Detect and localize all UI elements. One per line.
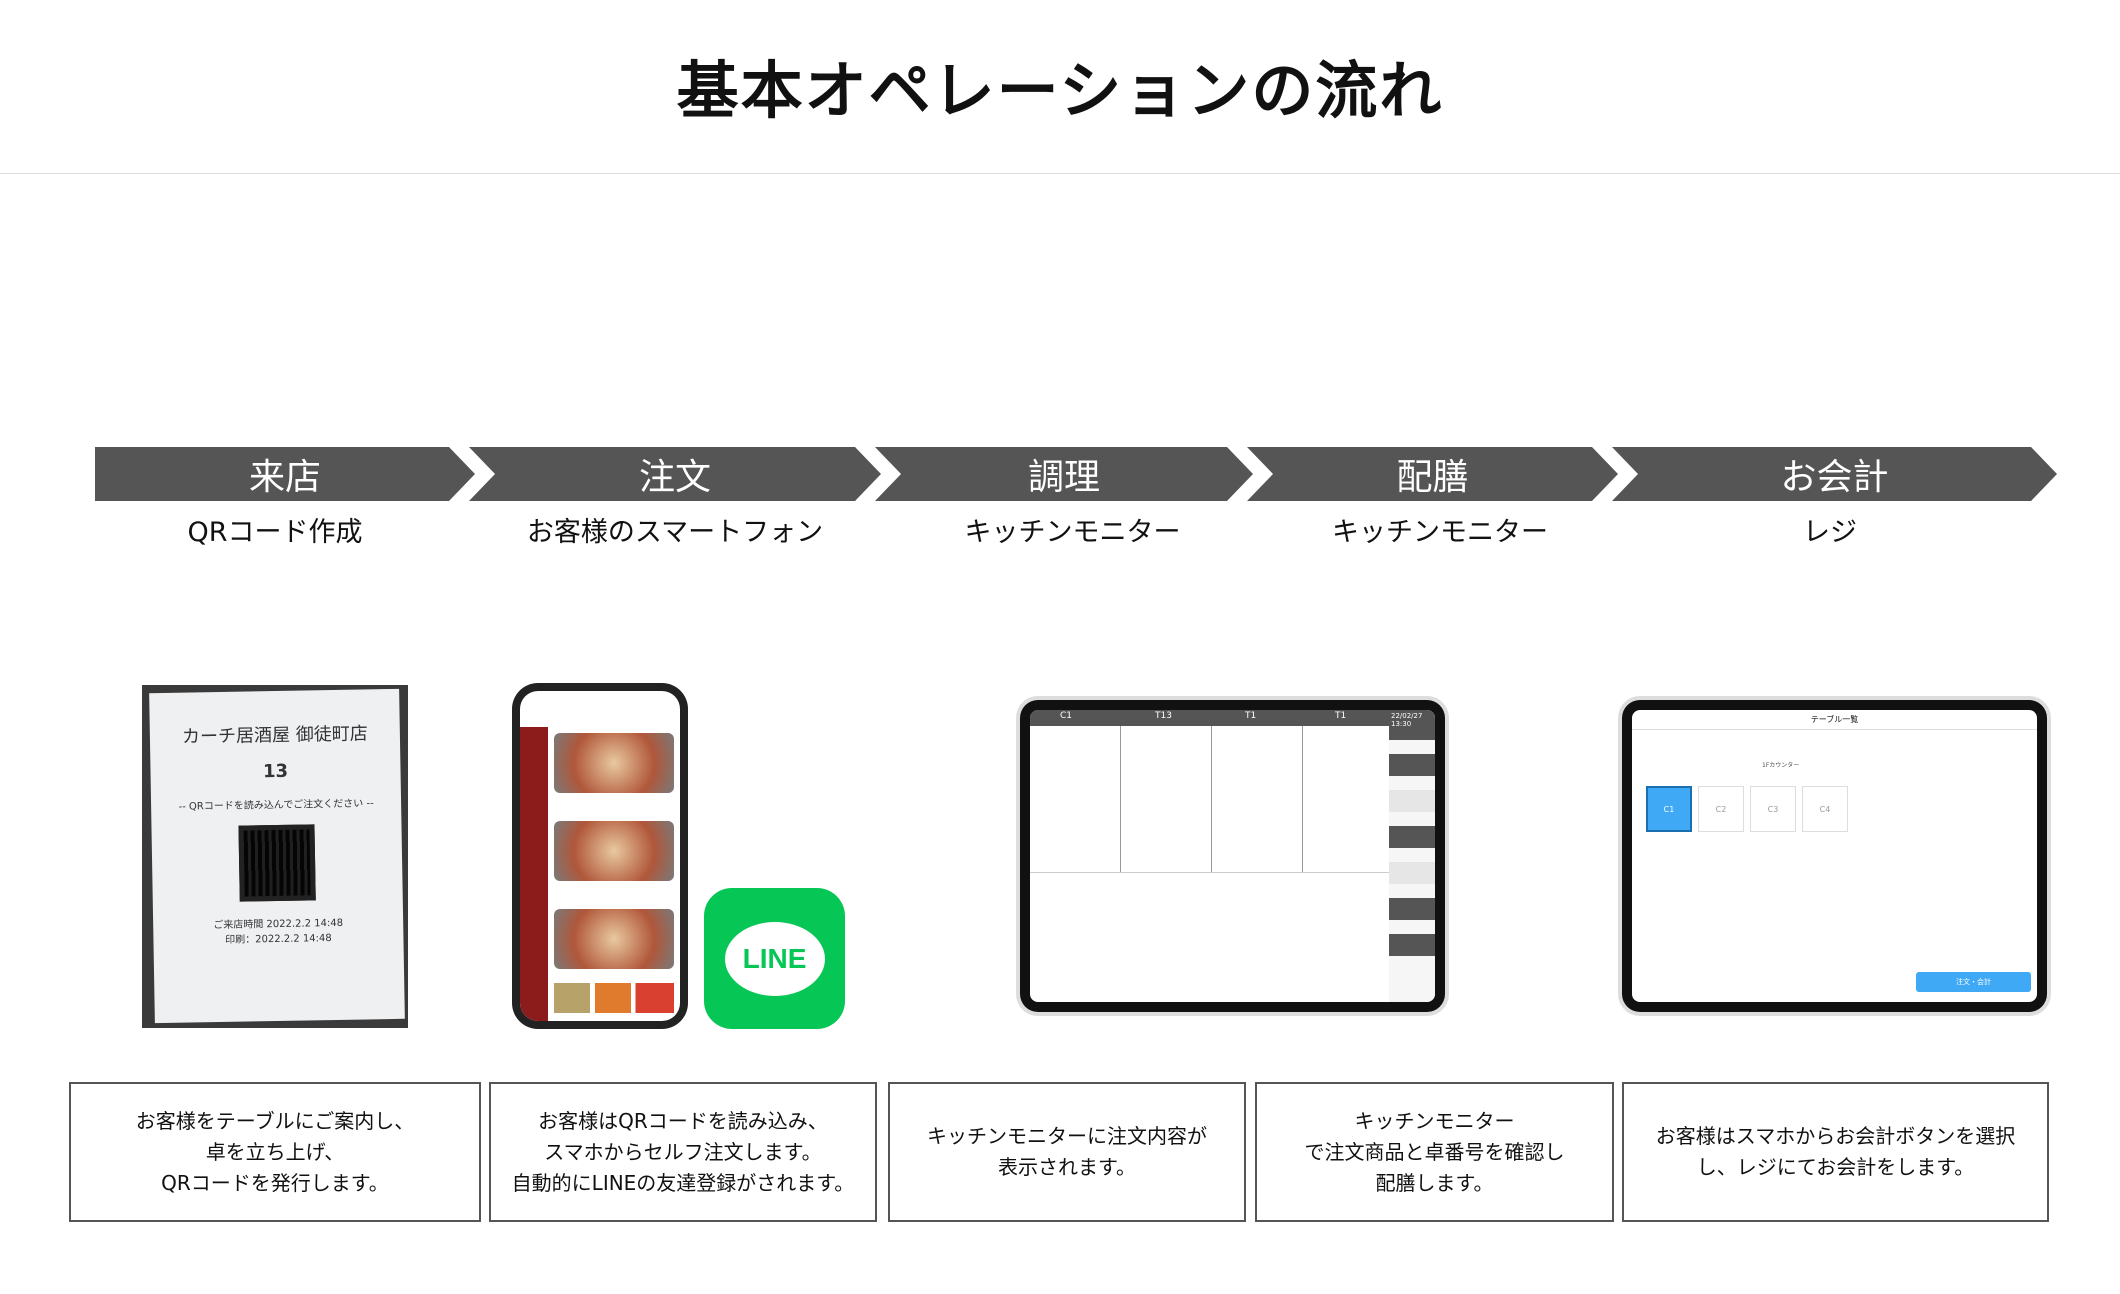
register-title: テーブル一覧 <box>1632 710 2037 730</box>
kitchen-side-panel: 22/02/27 13:30 <box>1389 710 1435 1002</box>
receipt-time: ご来店時間 2022.2.2 14:48 印刷：2022.2.2 14:48 <box>213 917 344 946</box>
register-table-c1: C1 <box>1646 786 1692 832</box>
register-tablet-image: テーブル一覧 1Fカウンター C1 C2 C3 C4 注文・会計 <box>1622 700 2047 1012</box>
step-serving: 配膳 <box>1247 447 1618 501</box>
line-app-icon: LINE <box>704 888 845 1029</box>
kitchen-table: T13 <box>1155 711 1172 721</box>
menu-item-image <box>554 821 674 881</box>
line-logo-text: LINE <box>724 921 825 996</box>
description-box: お客様をテーブルにご案内し、 卓を立ち上げ、 QRコードを発行します。 <box>69 1082 481 1222</box>
kitchen-table: T1 <box>1335 711 1347 721</box>
qr-receipt-image: カーチ居酒屋 御徒町店 13 -- QRコードを読み込んでご注文ください -- … <box>142 685 408 1028</box>
description-box: キッチンモニターに注文内容が 表示されます。 <box>888 1082 1246 1222</box>
smartphone-image <box>512 683 688 1029</box>
kitchen-table: T1 <box>1245 711 1257 721</box>
qr-code-icon <box>238 824 316 902</box>
menu-buttons <box>554 983 674 1013</box>
flow-arrow-bar: 来店 注文 調理 配膳 お会計 <box>95 447 2057 501</box>
register-area: 1Fカウンター <box>1762 762 1800 769</box>
receipt-store: カーチ居酒屋 御徒町店 <box>181 723 368 748</box>
device-label: キッチンモニター <box>1332 517 1548 548</box>
step-cooking: 調理 <box>875 447 1253 501</box>
step-checkout: お会計 <box>1612 447 2057 501</box>
receipt-table: 13 <box>262 760 289 783</box>
register-table-c4: C4 <box>1802 786 1848 832</box>
description-box: お客様はスマホからお会計ボタンを選択 し、レジにてお会計をします。 <box>1622 1082 2049 1222</box>
kitchen-header: C1 T13 T1 T1 <box>1030 710 1389 726</box>
device-label: レジ <box>1803 517 1857 548</box>
kitchen-date: 22/02/27 13:30 <box>1389 710 1435 740</box>
kitchen-monitor-image: C1 T13 T1 T1 22/02/27 13:30 <box>1020 700 1445 1012</box>
receipt-note: -- QRコードを読み込んでご注文ください -- <box>178 798 374 813</box>
device-label: QRコード作成 <box>187 517 363 548</box>
menu-item-image <box>554 909 674 969</box>
device-label: キッチンモニター <box>964 517 1181 548</box>
register-table-c2: C2 <box>1698 786 1744 832</box>
page-title: 基本オペレーションの流れ <box>676 54 1444 127</box>
description-box: キッチンモニター で注文商品と卓番号を確認し 配膳します。 <box>1255 1082 1614 1222</box>
menu-item-image <box>554 733 674 793</box>
order-checkout-button: 注文・会計 <box>1916 972 2031 992</box>
step-visit: 来店 <box>95 447 475 501</box>
device-label: お客様のスマートフォン <box>526 517 824 548</box>
kitchen-table: C1 <box>1060 711 1073 721</box>
description-box: お客様はQRコードを読み込み、 スマホからセルフ注文します。 自動的にLINEの… <box>489 1082 877 1222</box>
category-sidebar <box>520 727 548 1021</box>
register-table-c3: C3 <box>1750 786 1796 832</box>
step-order: 注文 <box>469 447 881 501</box>
divider <box>0 173 2120 174</box>
